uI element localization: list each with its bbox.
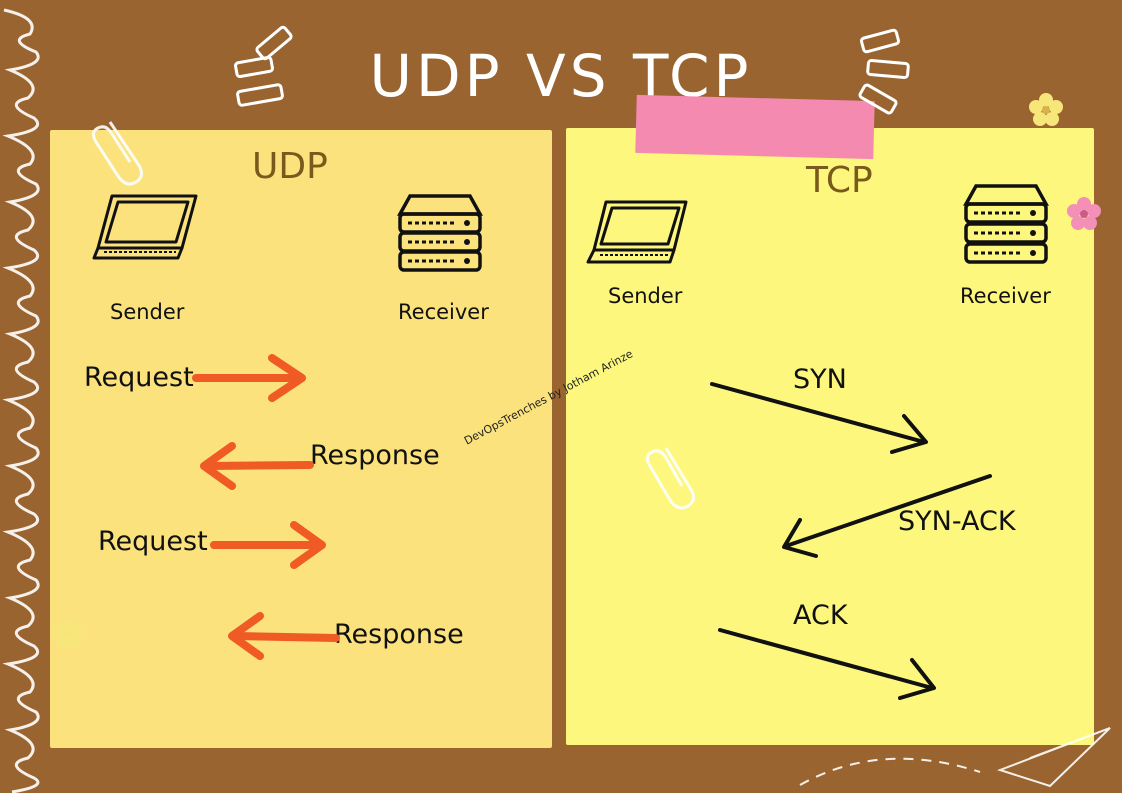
tcp-sender-label: Sender: [608, 284, 683, 308]
udp-heading: UDP: [252, 146, 328, 187]
udp-response-2: Response: [334, 619, 464, 650]
tape-strip: [635, 94, 875, 160]
udp-request-2: Request: [98, 526, 208, 557]
tcp-heading: TCP: [806, 160, 873, 201]
udp-receiver-label: Receiver: [398, 300, 489, 324]
spiral-binding: [2, 8, 40, 793]
tcp-synack-label: SYN-ACK: [898, 506, 1016, 537]
udp-request-1: Request: [84, 362, 194, 393]
udp-response-1: Response: [310, 440, 440, 471]
page-title: UDP VS TCP: [369, 42, 753, 110]
tcp-ack-label: ACK: [793, 600, 848, 631]
tcp-syn-label: SYN: [793, 364, 847, 395]
tcp-receiver-label: Receiver: [960, 284, 1051, 308]
tcp-card: [566, 128, 1094, 745]
udp-sender-label: Sender: [110, 300, 185, 324]
